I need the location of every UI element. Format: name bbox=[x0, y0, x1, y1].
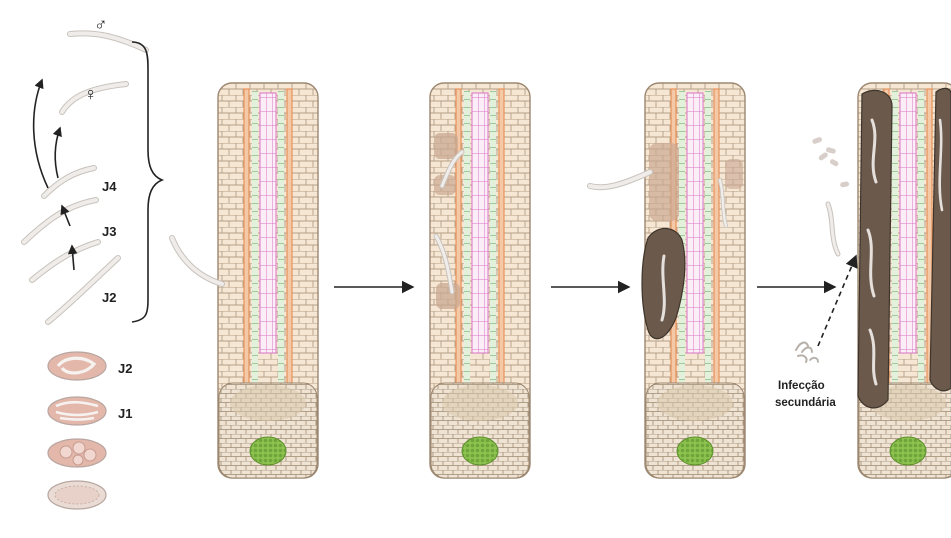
released-juveniles bbox=[812, 136, 850, 187]
egg-single-cell bbox=[48, 481, 106, 509]
male-symbol: ♂ bbox=[94, 14, 108, 34]
label-j1-egg: J1 bbox=[118, 406, 132, 421]
label-j3: J3 bbox=[102, 224, 116, 239]
j3-nematode bbox=[24, 200, 96, 242]
arrow-to-female bbox=[55, 128, 60, 178]
egg-j2 bbox=[48, 352, 106, 380]
infection-label-line2: secundária bbox=[775, 397, 836, 409]
life-cycle-panel: ♂ ♀ J4 J3 J2 J2 J1 bbox=[24, 14, 162, 509]
arrow-to-male bbox=[34, 80, 48, 188]
secondary-infection-arrow bbox=[818, 256, 856, 346]
label-j4: J4 bbox=[102, 179, 117, 194]
root-stage-2 bbox=[430, 83, 530, 478]
heavy-gall-left bbox=[858, 90, 892, 407]
reinfecting-juvenile-cluster bbox=[796, 343, 818, 362]
invading-j2-nematode bbox=[172, 238, 222, 284]
female-symbol: ♀ bbox=[84, 84, 98, 104]
label-j2-egg: J2 bbox=[118, 361, 132, 376]
penetrating-nematode bbox=[590, 172, 650, 187]
free-nematode bbox=[828, 204, 838, 254]
egg-cleavage bbox=[48, 439, 106, 467]
root-stage-1 bbox=[218, 83, 318, 478]
j2-nematode bbox=[32, 242, 98, 280]
curly-brace bbox=[132, 42, 162, 322]
egg-j1 bbox=[48, 397, 106, 425]
infection-label-line1: Infecção bbox=[778, 380, 825, 392]
label-j2-adult: J2 bbox=[102, 290, 116, 305]
j4-nematode bbox=[44, 168, 94, 196]
